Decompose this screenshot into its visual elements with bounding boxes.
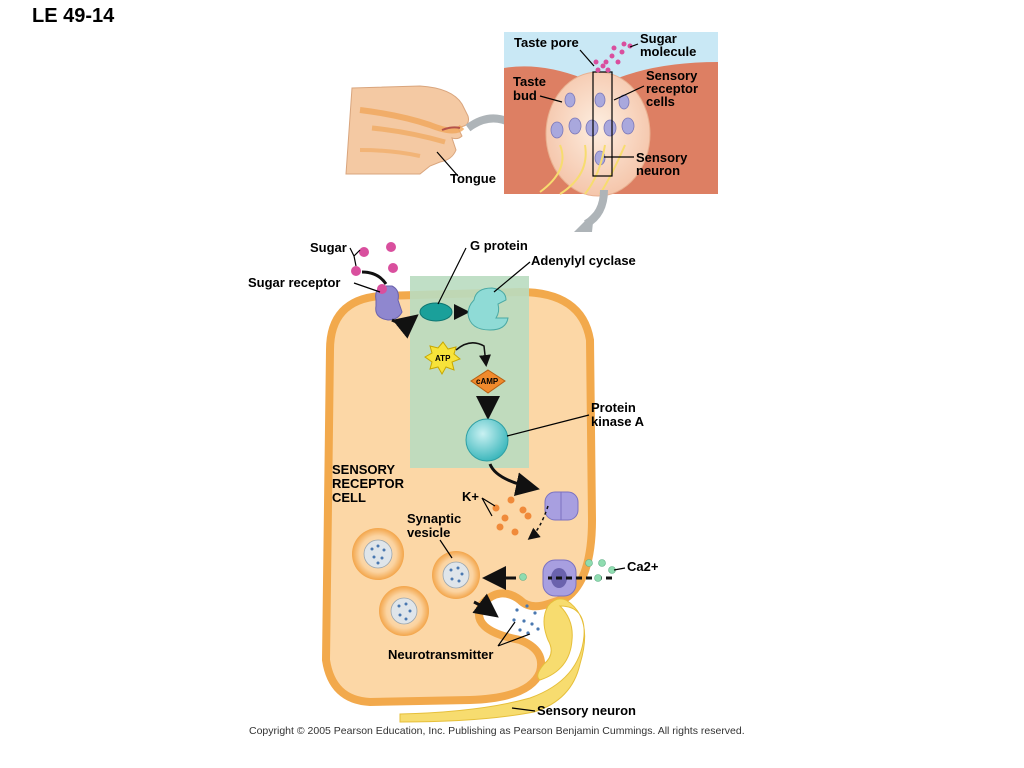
- taste-bud-label-line1: Taste: [513, 74, 546, 89]
- vesicle-release-arrow: [472, 593, 499, 618]
- g-protein: [419, 302, 453, 322]
- sensory-neuron: [399, 598, 586, 723]
- taste-bud-inset: [504, 32, 718, 197]
- g-protein-label: G protein: [470, 238, 528, 253]
- sensory-neuron-leader: [511, 707, 536, 712]
- synaptic-vesicles: [352, 528, 480, 636]
- protein-kinase-a-leader: [506, 414, 590, 437]
- camp-diamond: [470, 369, 506, 394]
- sensory-receptor-cells-label-line2: receptor: [646, 81, 698, 96]
- neurotransmitter-leader: [497, 621, 531, 647]
- sugar-leader: [349, 247, 361, 267]
- protein-kinase-a: [465, 418, 509, 462]
- inset-to-main-arrowhead: [574, 212, 594, 232]
- sugar-molecules: [351, 242, 398, 276]
- atp-to-camp-arrow: [455, 342, 491, 367]
- synaptic-vesicle-label-line1: Synaptic: [407, 511, 461, 526]
- sugar-molecule-label-line1: Sugar: [640, 31, 677, 46]
- sugar-molecule-leader: [629, 43, 639, 48]
- sensory-receptor-cells-label-line3: cells: [646, 94, 675, 109]
- taste-bud-label-line2: bud: [513, 88, 537, 103]
- cell-name-line1: SENSORY: [332, 462, 395, 477]
- calcium-ions: [519, 559, 616, 582]
- synaptic-vesicle-label-line2: vesicle: [407, 525, 450, 540]
- sensory-neuron-label: Sensory neuron: [537, 703, 636, 718]
- camp-label: cAMP: [476, 377, 499, 386]
- adenylyl-cyclase: [467, 287, 509, 331]
- protein-kinase-a-label-line2: kinase A: [591, 414, 645, 429]
- g-protein-leader: [437, 247, 467, 305]
- cell-name-line3: CELL: [332, 490, 366, 505]
- sugar-molecule-label-line2: molecule: [640, 44, 696, 59]
- bound-sugar: [377, 284, 387, 294]
- protein-kinase-a-label-line1: Protein: [591, 400, 636, 415]
- sugar-label: Sugar: [310, 240, 347, 255]
- adenylyl-cyclase-label: Adenylyl cyclase: [531, 253, 636, 268]
- calcium-leader: [613, 567, 626, 571]
- potassium-channel: [544, 491, 579, 521]
- taste-pore-leader: [579, 49, 595, 67]
- sugar-receptor-leader: [353, 282, 381, 293]
- atp-burst: [424, 341, 461, 376]
- receptor-to-gprotein-arrow: [391, 314, 419, 339]
- tongue-leader: [436, 151, 459, 177]
- potassium-label: K+: [462, 489, 479, 504]
- sugar-binding-arrow: [361, 270, 388, 285]
- copyright-notice: Copyright © 2005 Pearson Education, Inc.…: [249, 725, 745, 737]
- synaptic-vesicle-leader: [439, 539, 453, 559]
- taste-pore-label: Taste pore: [514, 35, 579, 50]
- atp-label: ATP: [435, 354, 451, 363]
- cell-name-line2: RECEPTOR: [332, 476, 405, 491]
- sensory-receptor-cells-label-line1: Sensory: [646, 68, 698, 83]
- sensory-receptor-cells-leader: [613, 85, 645, 101]
- neurotransmitter-label: Neurotransmitter: [388, 647, 493, 662]
- potassium-leader: [481, 497, 496, 517]
- taste-bud-leader: [539, 95, 563, 103]
- inset-sensory-neuron-label-line1: Sensory: [636, 150, 688, 165]
- adenylyl-cyclase-leader: [493, 261, 531, 293]
- face-illustration: [345, 85, 469, 175]
- inset-sensory-neuron-label-line2: neuron: [636, 163, 680, 178]
- potassium-ions: [492, 496, 532, 536]
- kinase-to-channel-arrow: [488, 463, 540, 497]
- figure-title: LE 49-14: [32, 5, 115, 27]
- calcium-label: Ca2+: [627, 559, 659, 574]
- released-neurotransmitter: [512, 604, 540, 635]
- sugar-receptor-label: Sugar receptor: [248, 275, 340, 290]
- tongue-label: Tongue: [450, 171, 496, 186]
- vesicle-neurotransmitter-dots: [370, 544, 464, 621]
